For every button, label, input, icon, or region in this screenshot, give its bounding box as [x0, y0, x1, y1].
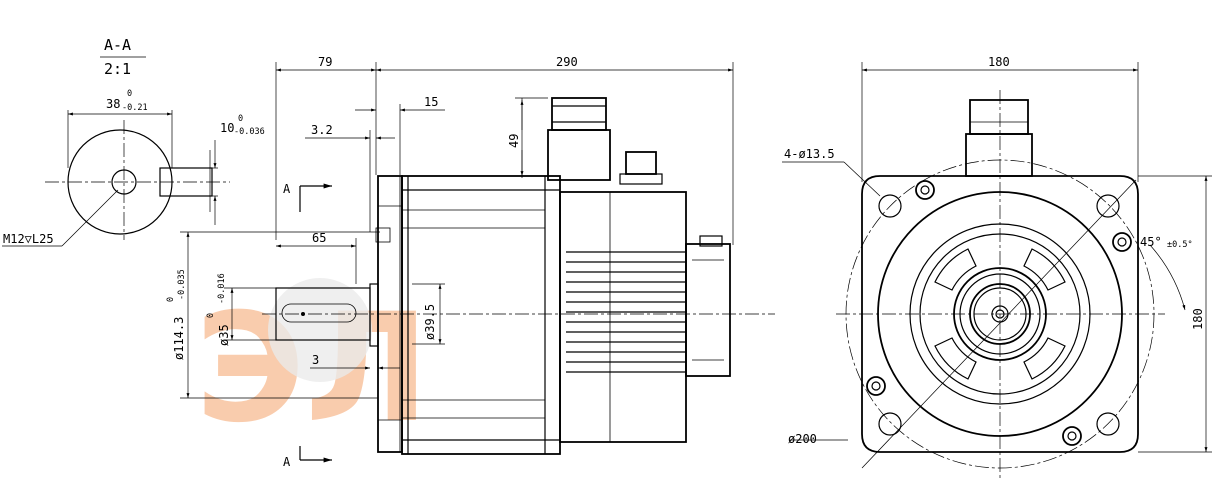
cooling-fins: [566, 251, 686, 373]
mount-hole-bl: [878, 412, 902, 436]
section-key-tol-upper: 0: [238, 114, 243, 124]
section-a-a: A-A 2:1 38 0 -0.21 10 0 -0.036 M12▽L25: [2, 36, 265, 247]
dim-290: 290: [556, 55, 578, 69]
side-view: 79 290 15 3.2 49 A A 65 ø114.3: [166, 55, 775, 469]
shaft-tol-upper: 0: [206, 313, 216, 318]
pilot-tol-upper: 0: [166, 297, 176, 302]
power-connector: [547, 129, 611, 181]
section-key-tol-lower: -0.036: [234, 127, 265, 137]
dim-79: 79: [318, 55, 332, 69]
section-key: 10: [220, 121, 234, 135]
mount-hole-tl: [878, 194, 902, 218]
front-bolt-circle: ø200: [788, 432, 817, 446]
mount-hole-tr: [1096, 194, 1120, 218]
section-scale: 2:1: [104, 60, 131, 78]
front-view: 180 180: [782, 55, 1212, 480]
section-width: 38: [106, 97, 120, 111]
front-flange: [861, 175, 1139, 453]
section-mark-top: A: [283, 182, 291, 196]
front-holes: 4-ø13.5: [784, 147, 835, 161]
watermark-letters: ЭЛ: [195, 282, 430, 456]
front-angle: 45°: [1140, 235, 1162, 249]
pilot-dia: ø114.3: [172, 317, 186, 360]
front-width: 180: [988, 55, 1010, 69]
dim-39-5: ø39.5: [423, 304, 437, 340]
section-width-tol-lower: -0.21: [122, 103, 148, 113]
front-connector: [965, 133, 1033, 177]
section-thread: M12▽L25: [3, 232, 54, 246]
section-title: A-A: [104, 36, 131, 54]
shaft-tol-lower: -0.016: [217, 273, 227, 304]
pilot-tol-lower: -0.035: [177, 269, 187, 300]
encoder-box: [685, 243, 731, 377]
shaft-dia: ø35: [217, 324, 231, 346]
dim-49: 49: [507, 134, 521, 148]
mount-hole-br: [1096, 412, 1120, 436]
section-width-tol-upper: 0: [127, 89, 132, 99]
shaft-key: [281, 303, 357, 323]
dim-15: 15: [424, 95, 438, 109]
dim-3-2: 3.2: [311, 123, 333, 137]
watermark-gear: [268, 278, 372, 382]
front-angle-tol: ±0.5°: [1167, 240, 1193, 250]
front-height: 180: [1191, 308, 1205, 330]
dim-3: 3: [312, 353, 319, 367]
encoder-connector: [625, 151, 657, 175]
watermark: ЭЛ: [195, 278, 430, 456]
dim-65: 65: [312, 231, 326, 245]
rear-cover: [559, 191, 687, 443]
section-mark-bottom: A: [283, 455, 291, 469]
